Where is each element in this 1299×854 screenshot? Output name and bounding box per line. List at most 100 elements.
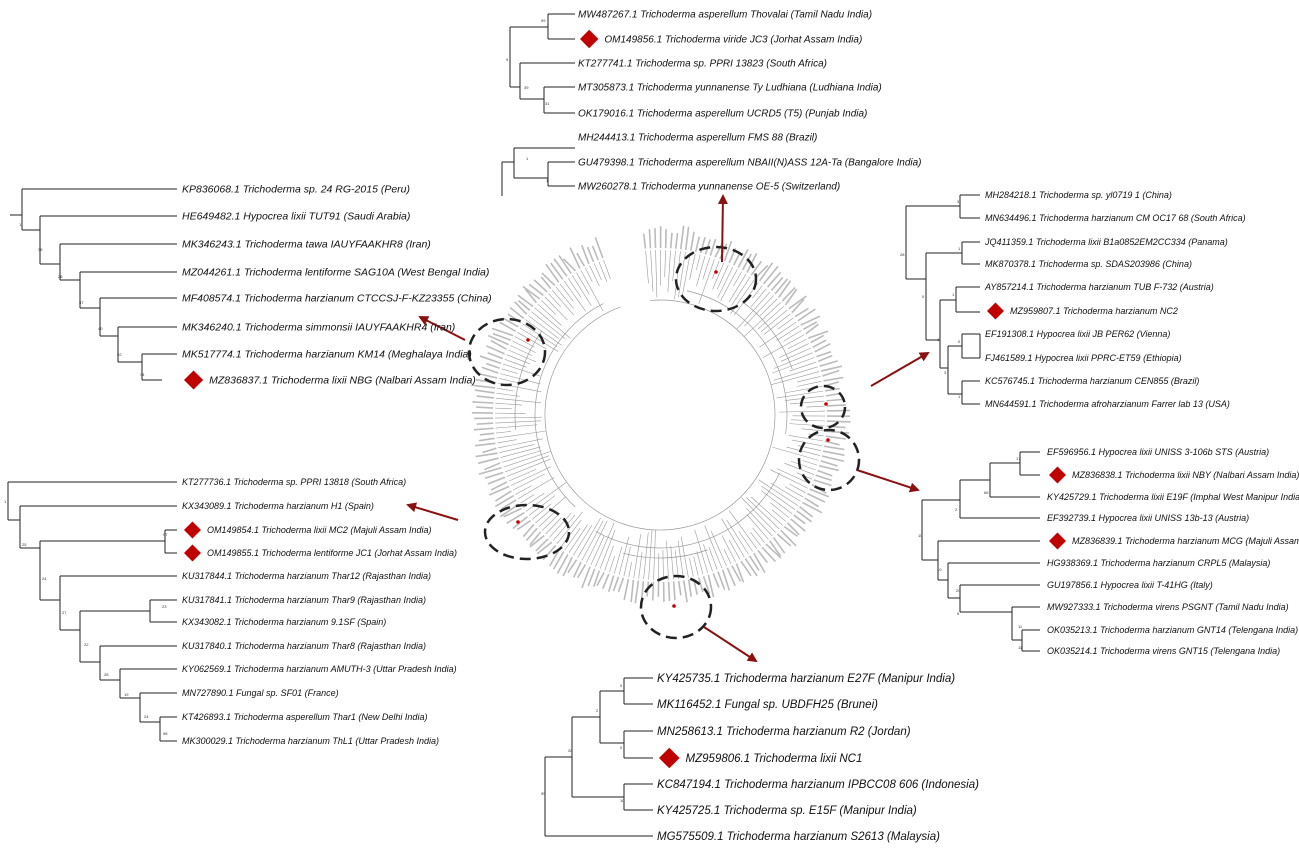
- circular-tree-branch: [500, 446, 541, 458]
- highlight-dot: [672, 604, 676, 608]
- circular-tree-branch: [786, 446, 821, 456]
- svg-text:95: 95: [541, 791, 546, 796]
- svg-text:10: 10: [918, 533, 923, 538]
- taxon-label: MK517774.1 Trichoderma harzianum KM14 (M…: [182, 349, 472, 361]
- svg-text:9: 9: [506, 57, 509, 62]
- circular-tree-branch: [525, 319, 562, 346]
- circular-tree-branch: [548, 293, 561, 308]
- circular-tree-branch: [674, 550, 679, 579]
- svg-text:0: 0: [620, 683, 623, 688]
- circular-tree-branch: [599, 530, 616, 569]
- circular-tree-tip-label: [562, 556, 573, 577]
- circular-tree-branch: [797, 381, 822, 387]
- circular-tree-tip-label: [672, 581, 676, 601]
- circular-tree-tip-label: [774, 278, 789, 295]
- circular-tree-tip-label: [682, 580, 688, 603]
- circular-tree-branch: [801, 428, 825, 432]
- circular-tree-tip-label: [487, 476, 506, 485]
- circular-tree-tip-label: [821, 455, 845, 463]
- taxon-label: MT305873.1 Trichoderma yunnanense Ty Lud…: [578, 83, 882, 94]
- circular-tree-tip-label: [818, 464, 839, 472]
- svg-text:1: 1: [937, 337, 940, 342]
- svg-text:0: 0: [958, 339, 961, 344]
- circular-tree-tip-label: [623, 578, 630, 601]
- circular-tree-tip-label: [476, 395, 494, 399]
- circular-tree-tip-label: [617, 577, 625, 593]
- circular-tree-branch: [495, 407, 512, 410]
- circular-tree-branch: [752, 527, 765, 543]
- circular-tree-tip-label: [642, 233, 647, 249]
- circular-tree-branch: [584, 267, 593, 282]
- arrow-middle-right: [856, 469, 920, 493]
- circular-tree-branch: [806, 405, 825, 408]
- circular-tree-branch: [702, 257, 711, 280]
- highlight-dot: [714, 270, 718, 274]
- circular-tree-tip-label: [669, 232, 673, 249]
- svg-text:24: 24: [144, 714, 149, 719]
- circular-tree-tip-label: [487, 334, 509, 346]
- circular-tree-tip-label: [516, 519, 532, 531]
- circular-tree-branch: [514, 336, 535, 348]
- circular-tree-branch: [752, 285, 763, 299]
- circular-tree-tip-label: [540, 276, 552, 290]
- circular-tree-tip-label: [826, 398, 845, 402]
- circular-tree-branch: [788, 435, 824, 442]
- circular-tree-tip-label: [495, 490, 512, 502]
- circular-tree-branch: [580, 270, 604, 312]
- circular-tree-tip-label: [762, 265, 779, 285]
- circular-tree-branch: [618, 536, 630, 575]
- circular-tree-branch: [787, 338, 807, 349]
- circular-tree-branch: [519, 327, 559, 352]
- taxon-label: KT426893.1 Trichoderma asperellum Thar1 …: [182, 712, 427, 722]
- circular-tree-tip-label: [748, 555, 760, 571]
- circular-tree-tip-label: [799, 506, 814, 518]
- circular-tree-branch: [512, 473, 545, 491]
- circular-tree-branch: [696, 254, 701, 271]
- highlight-dot: [826, 438, 830, 442]
- svg-text:11: 11: [1018, 624, 1023, 629]
- circular-tree-branch: [779, 343, 809, 358]
- circular-tree-branch: [760, 309, 788, 332]
- circular-tree-branch: [744, 295, 774, 327]
- circular-tree-branch: [501, 368, 518, 374]
- circular-tree-tip-label: [820, 365, 843, 372]
- circular-tree-arc: [544, 299, 776, 531]
- circular-tree-tip-label: [612, 576, 620, 592]
- circular-tree-tip-label: [630, 579, 635, 603]
- circular-tree-branch: [508, 469, 536, 482]
- circular-tree-branch: [780, 347, 811, 362]
- circular-tree-tip-label: [770, 276, 784, 292]
- circular-tree-tip-label: [723, 240, 733, 262]
- circular-tree-branch: [721, 518, 745, 558]
- clade-middle-right: 17 66 2 10 10 20 5 11 11 EF596956.1 Hypo…: [918, 447, 1299, 656]
- circular-tree-tip-label: [596, 571, 605, 587]
- circular-tree-tip-label: [484, 471, 504, 479]
- svg-text:31: 31: [545, 101, 550, 106]
- circular-tree-branch: [746, 507, 773, 537]
- circular-tree-tip-label: [826, 420, 851, 423]
- circular-tree-branch: [772, 357, 815, 374]
- circular-tree-branch: [589, 265, 600, 287]
- circular-tree-tip-label: [502, 317, 519, 328]
- svg-text:28: 28: [568, 748, 573, 753]
- circular-tree-tip-label: [494, 494, 515, 508]
- circular-tree-branch: [541, 300, 557, 315]
- circular-tree-branch: [515, 485, 532, 495]
- svg-text:19: 19: [124, 692, 129, 697]
- taxon-label: MZ044261.1 Trichoderma lentiforme SAG10A…: [182, 267, 489, 279]
- taxon-label: MW927333.1 Trichoderma virens PSGNT (Tam…: [1047, 602, 1289, 612]
- circular-tree-tip-label: [786, 522, 800, 536]
- svg-text:2: 2: [596, 708, 599, 713]
- circular-tree-tip-label: [812, 339, 827, 348]
- clade-top-leaves: MW487267.1 Trichoderma asperellum Thoval…: [578, 10, 922, 193]
- highlight-diamond-icon: [184, 544, 201, 562]
- circular-tree-branch: [761, 485, 796, 510]
- circular-tree-branch: [504, 455, 550, 473]
- circular-tree-branch: [720, 269, 738, 301]
- circular-tree-arc: [534, 303, 604, 508]
- taxon-label: MN258613.1 Trichoderma harzianum R2 (Jor…: [657, 726, 911, 738]
- circular-tree-tip-label: [735, 563, 745, 583]
- circular-tree-tip-label: [514, 301, 528, 315]
- taxon-label: MH284218.1 Trichoderma sp. yl0719 1 (Chi…: [985, 190, 1172, 200]
